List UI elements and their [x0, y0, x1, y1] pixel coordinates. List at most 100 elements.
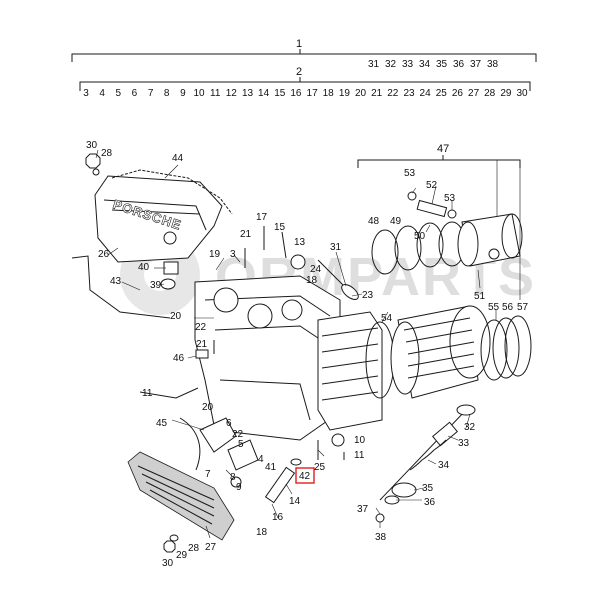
callout: 56: [502, 302, 514, 313]
callout: 52: [426, 180, 438, 191]
callout: 22: [232, 429, 244, 440]
ring-49: [394, 225, 422, 271]
callout: 23: [362, 290, 374, 301]
gasket-44: [111, 169, 233, 215]
washer-39: [160, 278, 176, 290]
callout: 35: [422, 483, 434, 494]
piston-pin-52: [416, 199, 448, 218]
callout: 28: [188, 543, 200, 554]
callout: 29: [176, 550, 188, 561]
valve-cover-bottom: [127, 451, 235, 541]
callout: 19: [209, 249, 221, 260]
callout: 20: [202, 402, 214, 413]
b1-item: 35: [436, 59, 448, 70]
b1-item: 33: [402, 59, 414, 70]
callout: 54: [381, 313, 393, 324]
bracket-2-label: 2: [296, 66, 302, 78]
b1-item: 38: [487, 59, 499, 70]
callout: 14: [289, 496, 301, 507]
callout: 17: [256, 212, 268, 223]
bracket-47-label: 47: [437, 143, 449, 155]
b2-item: 27: [468, 88, 480, 99]
highlight-box-42: [295, 467, 315, 484]
callout: 41: [265, 462, 277, 473]
callout-42-highlighted: 42: [299, 471, 311, 482]
b2-item: 14: [258, 88, 270, 99]
bracket-1-label: 1: [296, 38, 302, 50]
callout: 22: [195, 322, 207, 333]
b1-item: 32: [385, 59, 397, 70]
b2-item: 26: [452, 88, 464, 99]
callout: 45: [156, 418, 168, 429]
sleeve-46: [195, 349, 209, 359]
b2-item: 8: [164, 88, 170, 99]
b1-item: 31: [368, 59, 380, 70]
bracket-1: 1 31 32 33 34 35 36 37 38: [71, 38, 537, 70]
b2-item: 24: [420, 88, 432, 99]
b2-item: 15: [274, 88, 286, 99]
callout: 33: [458, 438, 470, 449]
callout: 15: [274, 222, 286, 233]
callout: 28: [101, 148, 113, 159]
b2-item: 9: [180, 88, 186, 99]
b2-item: 23: [403, 88, 415, 99]
callout: 55: [488, 302, 500, 313]
b1-item: 36: [453, 59, 465, 70]
callout-labels: 30 28 44 26 43 40 39 19 3 17 15 21 13 31…: [86, 140, 529, 569]
b2-item: 10: [193, 88, 205, 99]
ring-57: [504, 315, 532, 377]
b1-item: 37: [470, 59, 482, 70]
ring-50: [416, 222, 444, 268]
b2-item: 16: [290, 88, 302, 99]
callout: 8: [230, 472, 236, 483]
callout: 50: [414, 231, 426, 242]
callout: 38: [375, 532, 387, 543]
b2-item: 20: [355, 88, 367, 99]
callout: 43: [110, 276, 122, 287]
callout: 53: [404, 168, 416, 179]
ring-56: [492, 317, 520, 379]
nut-30-bottom: [163, 540, 176, 553]
piston: [457, 213, 523, 267]
cylinder-barrel: [390, 305, 491, 399]
callout: 21: [240, 229, 252, 240]
callout: 13: [294, 237, 306, 248]
callout: 21: [196, 339, 208, 350]
callout: 31: [330, 242, 342, 253]
callout: 11: [354, 450, 365, 461]
b2-item: 3: [83, 88, 89, 99]
callout: 40: [138, 262, 150, 273]
b2-item: 18: [323, 88, 335, 99]
callout: 5: [238, 439, 244, 450]
callout: 10: [354, 435, 366, 446]
callout: 6: [226, 418, 232, 429]
callout: 20: [170, 311, 182, 322]
callout: 25: [314, 462, 326, 473]
b2-item: 6: [132, 88, 138, 99]
b2-item: 21: [371, 88, 383, 99]
tube-11: [139, 387, 199, 399]
callout: 37: [357, 504, 369, 515]
ring-48: [371, 229, 399, 275]
callout: 39: [150, 280, 162, 291]
callout: 9: [236, 482, 242, 493]
b2-item: 5: [116, 88, 122, 99]
callout: 16: [272, 512, 284, 523]
valve-assembly: [375, 404, 476, 523]
callout: 4: [258, 454, 264, 465]
bracket-1-sub-labels: 31 32 33 34 35 36 37 38: [368, 59, 499, 70]
b2-item: 19: [339, 88, 351, 99]
callout: 18: [306, 275, 318, 286]
plug-40: [163, 261, 179, 275]
head-fins: [317, 311, 383, 431]
b2-item: 17: [307, 88, 319, 99]
callout: 44: [172, 153, 184, 164]
callout: 7: [205, 469, 211, 480]
callout: 27: [205, 542, 217, 553]
gasket-43: [71, 255, 171, 319]
callout: 46: [173, 353, 185, 364]
